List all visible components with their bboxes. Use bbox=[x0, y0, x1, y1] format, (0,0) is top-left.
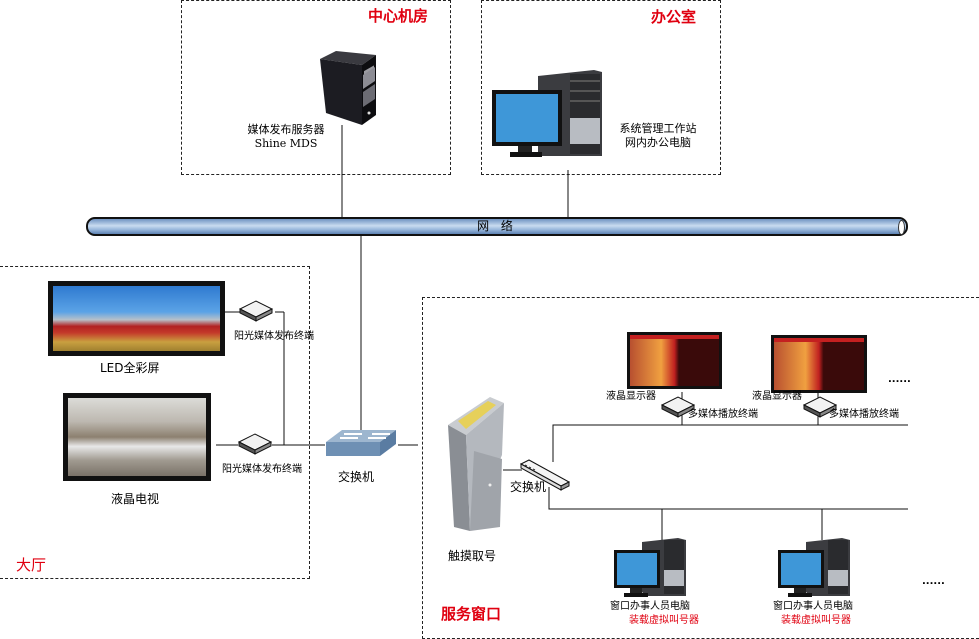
network-bus-label: 网 络 bbox=[477, 219, 517, 233]
lcd-tv-label: 液晶电视 bbox=[111, 492, 160, 506]
server-label-name: 媒体发布服务器 bbox=[247, 123, 325, 136]
lcd-display-2-label: 液晶显示器 bbox=[752, 391, 802, 402]
window-pc-2-label: 窗口办事人员电脑 bbox=[773, 601, 853, 612]
lcd-display-2-image bbox=[774, 338, 864, 390]
multimedia-player-1-label: 多媒体播放终端 bbox=[688, 409, 758, 420]
server-label: 媒体发布服务器 Shine MDS bbox=[231, 123, 341, 151]
multimedia-player-icon bbox=[660, 396, 696, 418]
zone-office bbox=[481, 0, 721, 175]
lcd-tv bbox=[63, 393, 211, 481]
bus-end-cap bbox=[898, 220, 905, 235]
window-pc-1-sublabel: 装载虚拟叫号器 bbox=[629, 615, 699, 626]
zone-title-office: 办公室 bbox=[651, 8, 697, 26]
wire-switch2-lower bbox=[548, 487, 908, 510]
network-bus: 网 络 bbox=[86, 217, 908, 236]
media-terminal-icon bbox=[237, 433, 273, 455]
multimedia-player-icon bbox=[802, 396, 838, 418]
touch-kiosk-icon bbox=[448, 397, 504, 531]
hall-terminal-2-label: 阳光媒体发布终端 bbox=[222, 464, 302, 475]
window-pc-1-label: 窗口办事人员电脑 bbox=[610, 601, 690, 612]
media-terminal-icon bbox=[238, 300, 274, 322]
zone-hall bbox=[0, 266, 310, 579]
service-switch-label: 交换机 bbox=[510, 480, 547, 494]
display-more-ellipsis: ...... bbox=[888, 374, 911, 385]
workstation-label-desc: 网内办公电脑 bbox=[625, 136, 691, 149]
wire-switch2-upper bbox=[552, 424, 908, 462]
multimedia-player-2-label: 多媒体播放终端 bbox=[829, 409, 899, 420]
hall-terminal-1-label: 阳光媒体发布终端 bbox=[234, 331, 314, 342]
window-pc-1-icon bbox=[614, 538, 686, 597]
lcd-display-1-image bbox=[630, 335, 719, 386]
lcd-display-1-label: 液晶显示器 bbox=[606, 391, 656, 402]
server-label-model: Shine MDS bbox=[254, 137, 318, 150]
zone-title-hall: 大厅 bbox=[16, 556, 47, 574]
window-pc-2-sublabel: 装载虚拟叫号器 bbox=[781, 615, 851, 626]
led-screen-image bbox=[53, 286, 220, 351]
network-switch-icon bbox=[326, 430, 396, 456]
workstation-label-role: 系统管理工作站 bbox=[619, 122, 697, 135]
led-fullcolor-screen bbox=[48, 281, 225, 356]
service-switch-icon bbox=[519, 459, 571, 491]
hall-switch-label: 交换机 bbox=[338, 470, 375, 484]
kiosk-label: 触摸取号 bbox=[448, 549, 497, 563]
lcd-tv-image bbox=[68, 398, 206, 476]
led-screen-label: LED全彩屏 bbox=[100, 361, 160, 375]
window-pc-2-icon bbox=[778, 538, 850, 597]
zone-title-datacenter: 中心机房 bbox=[368, 7, 429, 25]
workstation-label: 系统管理工作站 网内办公电脑 bbox=[608, 122, 708, 150]
workstation-computer-icon bbox=[492, 70, 602, 157]
lcd-display-2 bbox=[771, 335, 867, 393]
pc-more-ellipsis: ...... bbox=[922, 576, 945, 587]
zone-datacenter bbox=[181, 0, 451, 175]
server-tower-icon bbox=[320, 51, 376, 125]
zone-title-service: 服务窗口 bbox=[441, 605, 502, 623]
lcd-display-1 bbox=[627, 332, 722, 389]
